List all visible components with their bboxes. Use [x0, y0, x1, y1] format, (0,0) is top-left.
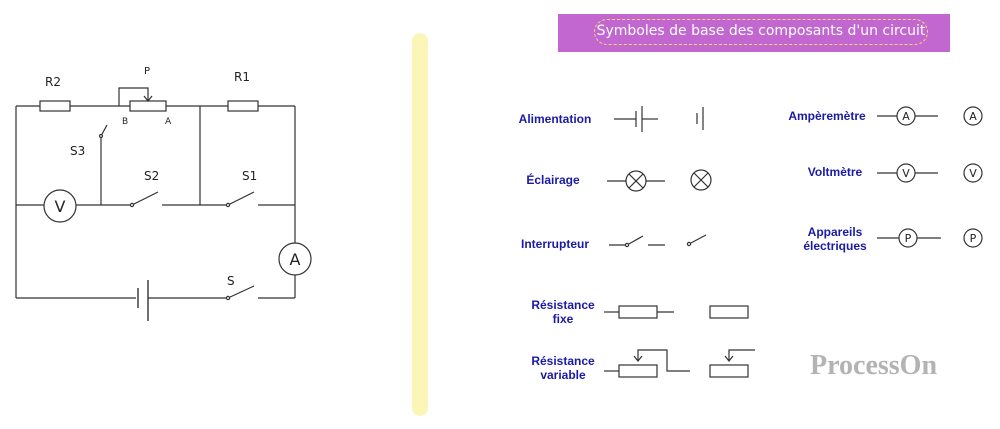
ammeter-symbol: [278, 242, 312, 276]
switch-s: [227, 285, 255, 299]
rheostat-icon: [709, 364, 749, 378]
voltmeter-letter: V: [969, 167, 977, 180]
label-r2: R2: [45, 75, 61, 89]
rheostat-slider: [637, 349, 690, 372]
lamp-cross: [693, 172, 709, 188]
watermark-logo: ProcessOn: [810, 350, 938, 381]
legend-label-resistance-variable: Résistance variable: [531, 354, 595, 382]
rheostat-arrow: [143, 95, 153, 102]
label-s1: S1: [242, 169, 257, 183]
label-r1: R1: [234, 70, 250, 84]
switch-s2-contact: [129, 202, 135, 208]
switch-icon: [688, 234, 707, 245]
label-a: A: [165, 117, 172, 127]
resistor-icon: [709, 305, 749, 319]
voltmeter-letter: V: [55, 197, 66, 216]
lamp-cross: [628, 173, 644, 189]
legend-banner: Symboles de base des composants d'un cir…: [558, 14, 950, 52]
switch-s-contact: [225, 295, 231, 301]
circuit-diagram: R2 R1 P B A S3 S2 S1 S V A: [15, 66, 312, 321]
divider: [412, 33, 428, 416]
resistor-r1: [227, 100, 259, 112]
resistor-r2: [39, 100, 71, 112]
rheostat-slider: [728, 349, 755, 360]
rheostat-slider: [118, 87, 149, 106]
rheostat-icon: [618, 364, 658, 378]
legend-label-interrupteur: Interrupteur: [520, 237, 589, 251]
legend-title: Symboles de base des composants d'un cir…: [594, 19, 928, 45]
legend-label-appareils: Appareils électriques: [803, 225, 867, 253]
rheostat-arrow: [724, 355, 734, 362]
switch-s1-contact: [225, 202, 231, 208]
ammeter-icon: [963, 106, 983, 126]
resistor-icon: [618, 305, 658, 319]
appliance-letter: P: [905, 232, 912, 245]
label-b: B: [122, 117, 128, 127]
lamp-icon: [690, 169, 712, 191]
voltmeter-icon: [963, 163, 983, 183]
label-s2: S2: [144, 169, 159, 183]
appliance-letter: P: [970, 232, 977, 245]
ammeter-letter: A: [902, 110, 910, 123]
legend-label-amperemetre: Ampèremètre: [788, 109, 866, 123]
ammeter-letter: A: [969, 110, 977, 123]
label-s3: S3: [70, 144, 85, 158]
voltmeter-letter: V: [902, 167, 910, 180]
ammeter-letter: A: [290, 250, 301, 269]
legend-label-alimentation: Alimentation: [518, 112, 592, 126]
switch-contact: [624, 242, 630, 248]
switch-s2: [131, 191, 159, 206]
switch-s1: [227, 191, 255, 206]
label-s: S: [227, 274, 235, 288]
legend-label-resistance-fixe: Résistance fixe: [531, 298, 595, 326]
voltmeter-symbol: [43, 189, 77, 223]
switch-contact: [686, 241, 692, 247]
rheostat-arrow: [633, 355, 643, 362]
switch-icon: [626, 235, 644, 246]
label-p: P: [144, 66, 150, 77]
legend-label-voltmetre: Voltmètre: [807, 165, 863, 179]
appliance-icon: [963, 228, 983, 248]
switch-s3-contact: [98, 133, 104, 139]
legend-label-eclairage: Éclairage: [526, 173, 580, 187]
